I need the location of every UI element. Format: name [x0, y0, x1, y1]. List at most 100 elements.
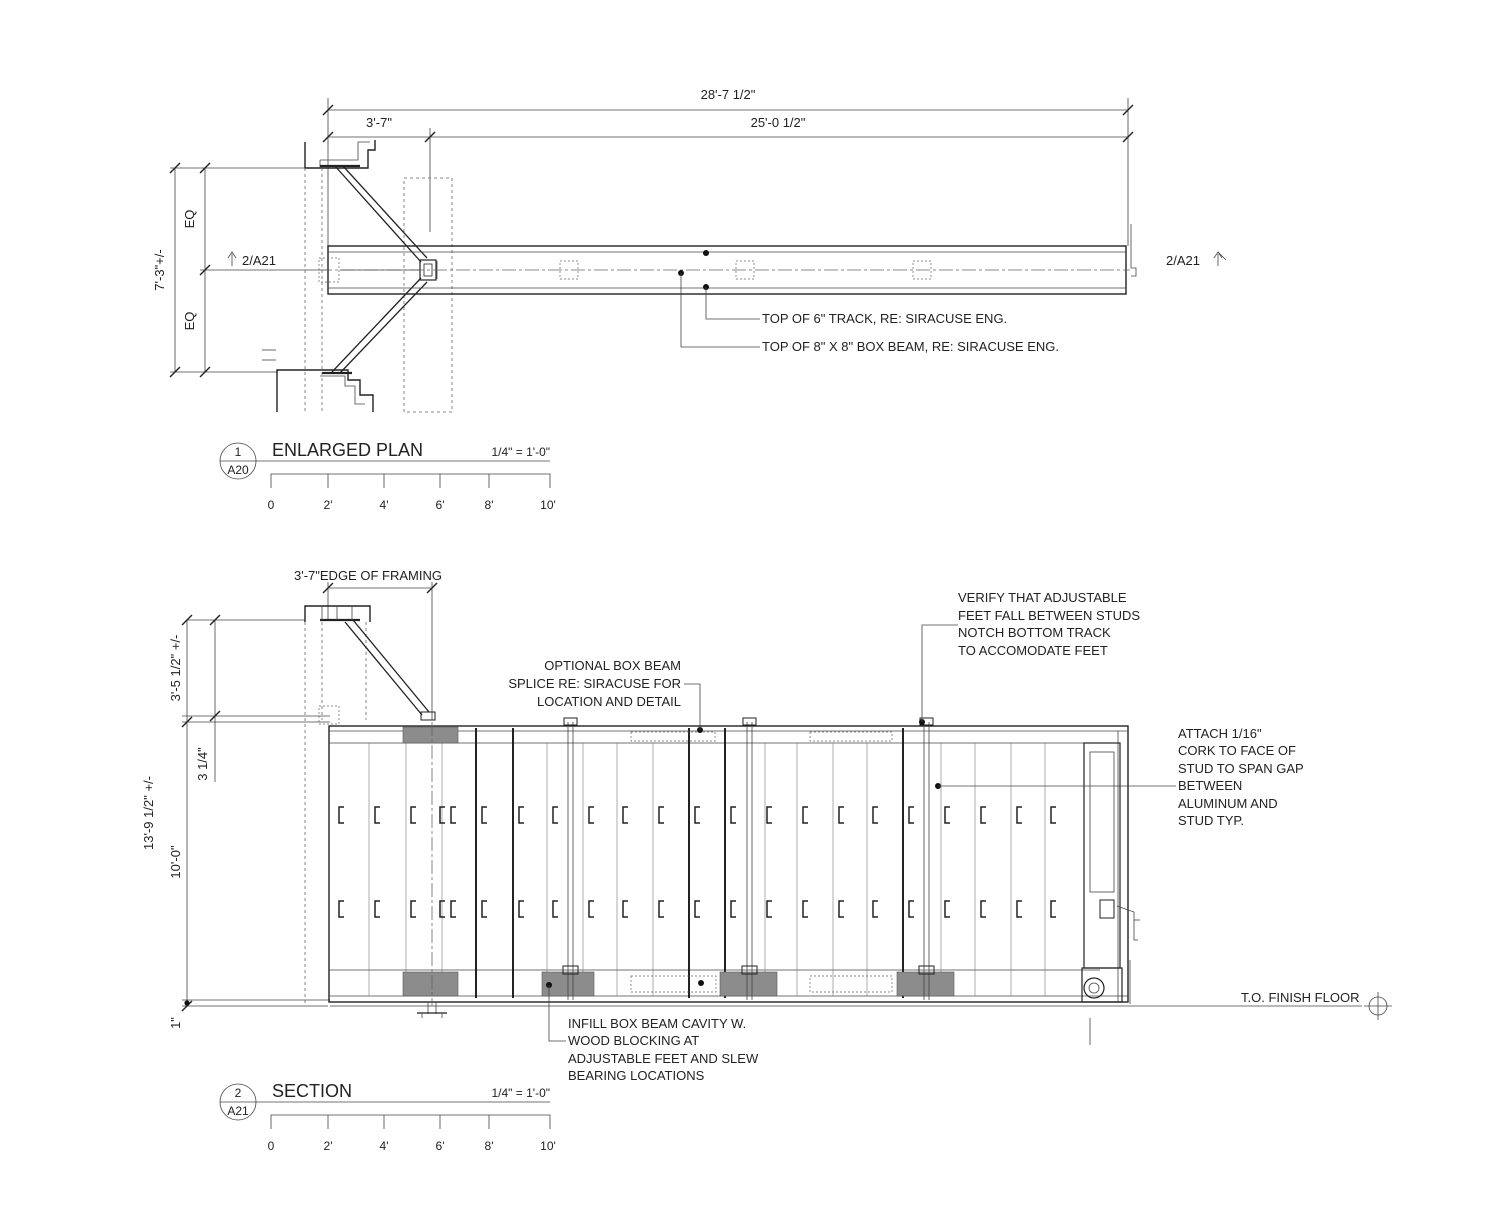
stud-clip: [552, 806, 558, 824]
svg-text:FEET FALL BETWEEN STUDS: FEET FALL BETWEEN STUDS: [958, 608, 1140, 623]
note-infill-line: ADJUSTABLE FEET AND SLEW: [568, 1051, 759, 1066]
stud-clip: [588, 806, 594, 824]
svg-text:NOTCH BOTTOM TRACK: NOTCH BOTTOM TRACK: [958, 625, 1111, 640]
stud-clip: [980, 900, 986, 918]
section-dim-bottom-text: 1": [168, 1017, 183, 1029]
svg-text:ATTACH 1/16": ATTACH 1/16": [1178, 726, 1262, 741]
plan-title-name: ENLARGED PLAN: [272, 440, 423, 460]
section-adjustable-feet: [562, 717, 935, 1000]
plan-dim-overall: 28'-7 1/2": [322, 87, 1134, 246]
note-infill-line: BEARING LOCATIONS: [568, 1068, 705, 1083]
stud-clip: [518, 900, 524, 918]
section-dim-vertical: 13'-9 1/2" +/- 3'-5 1/2" +/- 3 1/4" 10'-…: [141, 614, 330, 1029]
note-cork-line: CORK TO FACE OF: [1178, 743, 1296, 758]
svg-text:SPLICE RE: SIRACUSE FOR: SPLICE RE: SIRACUSE FOR: [508, 676, 681, 691]
plan-scale-tick: 6': [436, 498, 445, 512]
plan-leader-beam: TOP OF 8" X 8" BOX BEAM, RE: SIRACUSE EN…: [678, 270, 1059, 354]
section-aluminum-edge: [1081, 742, 1140, 1004]
note-cork-line: ATTACH 1/16": [1178, 726, 1262, 741]
plan-section-mark-left-text: 2/A21: [242, 253, 276, 268]
section-brace: [344, 619, 436, 721]
stud-clip: [622, 900, 628, 918]
stud-clip: [410, 806, 416, 824]
svg-text:BEARING LOCATIONS: BEARING LOCATIONS: [568, 1068, 705, 1083]
section-dim-overall-text: 13'-9 1/2" +/-: [141, 776, 156, 850]
stud-clip: [518, 806, 524, 824]
stud-clip: [481, 900, 487, 918]
stud-clip: [802, 806, 808, 824]
plan-scale-tick: 8': [485, 498, 494, 512]
stud-clip: [658, 900, 664, 918]
section-title-sheet: A21: [227, 1104, 249, 1118]
section-top-bracket: [304, 605, 371, 622]
plan-dim-eq-top: EQ: [182, 210, 197, 229]
svg-text:ALUMINUM AND: ALUMINUM AND: [1178, 796, 1278, 811]
stud-clip: [622, 806, 628, 824]
stud-clip: [439, 900, 445, 918]
stud-clip: [838, 806, 844, 824]
note-verify-line: FEET FALL BETWEEN STUDS: [958, 608, 1140, 623]
plan-dim-split: 3'-7" 25'-0 1/2": [322, 115, 1134, 232]
stud-clip: [658, 806, 664, 824]
stud-clip: [338, 806, 344, 824]
section-note-verify: VERIFY THAT ADJUSTABLE FEET FALL BETWEEN…: [919, 590, 1140, 725]
stud-clip: [730, 900, 736, 918]
plan-title-sheet: A20: [227, 463, 249, 477]
stud-clip: [730, 806, 736, 824]
section-blocking: [719, 971, 778, 997]
section-dim-upper-text: 3'-5 1/2" +/-: [168, 635, 183, 702]
plan-brace-top: [334, 165, 428, 263]
svg-text:ADJUSTABLE FEET AND SLEW: ADJUSTABLE FEET AND SLEW: [568, 1051, 759, 1066]
plan-dim-height-text: 7'-3"+/-: [152, 249, 167, 290]
note-verify-line: TO ACCOMODATE FEET: [958, 643, 1108, 658]
stud-clip: [694, 900, 700, 918]
stud-clip: [766, 806, 772, 824]
section-note-splice: OPTIONAL BOX BEAM SPLICE RE: SIRACUSE FO…: [508, 658, 703, 733]
stud-clip: [694, 806, 700, 824]
plan-scale-tick: 2': [324, 498, 333, 512]
enlarged-plan: 28'-7 1/2" 3'-7" 25'-0 1/2" 7'-3"+/- EQ: [152, 87, 1227, 512]
svg-text:WOOD BLOCKING AT: WOOD BLOCKING AT: [568, 1033, 699, 1048]
plan-scale-tick: 0: [268, 498, 275, 512]
stud-clip: [1016, 806, 1022, 824]
note-infill-line: WOOD BLOCKING AT: [568, 1033, 699, 1048]
plan-leader-track: TOP OF 6" TRACK, RE: SIRACUSE ENG.: [703, 250, 1007, 326]
section-title-number: 2: [235, 1086, 242, 1100]
stud-clip: [802, 900, 808, 918]
stud-clip: [838, 900, 844, 918]
section-scale-tick: 0: [268, 1139, 275, 1153]
stud-clip: [481, 806, 487, 824]
stud-clip: [410, 900, 416, 918]
stud-clip: [872, 900, 878, 918]
plan-section-mark-right-text: 2/A21: [1166, 253, 1200, 268]
section-note-floor: T.O. FINISH FLOOR: [1241, 990, 1359, 1005]
section-blocking: [896, 971, 955, 997]
stud-clip: [1016, 900, 1022, 918]
section-note-cork: ATTACH 1/16" CORK TO FACE OF STUD TO SPA…: [935, 726, 1304, 828]
section-scale-tick: 6': [436, 1139, 445, 1153]
note-verify-line: VERIFY THAT ADJUSTABLE: [958, 590, 1127, 605]
stud-clip: [588, 900, 594, 918]
svg-text:CORK TO FACE OF: CORK TO FACE OF: [1178, 743, 1296, 758]
stud-clip: [1050, 806, 1056, 824]
section-view: 3'-7"EDGE OF FRAMING 13'-9 1/2" +/- 3'-5…: [141, 568, 1392, 1153]
stud-clip: [872, 806, 878, 824]
section-title-name: SECTION: [272, 1081, 352, 1101]
section-title-scale: 1/4" = 1'-0": [491, 1086, 550, 1100]
stud-clip: [908, 900, 914, 918]
svg-text:STUD TYP.: STUD TYP.: [1178, 813, 1244, 828]
plan-note-beam: TOP OF 8" X 8" BOX BEAM, RE: SIRACUSE EN…: [762, 339, 1059, 354]
section-blocking-top: [402, 726, 459, 744]
note-splice-line: LOCATION AND DETAIL: [537, 694, 681, 709]
plan-wall-top: [304, 140, 376, 169]
plan-dim-right-text: 25'-0 1/2": [751, 115, 806, 130]
note-cork-line: ALUMINUM AND: [1178, 796, 1278, 811]
stud-clip: [450, 806, 456, 824]
svg-text:VERIFY THAT ADJUSTABLE: VERIFY THAT ADJUSTABLE: [958, 590, 1127, 605]
plan-note-track: TOP OF 6" TRACK, RE: SIRACUSE ENG.: [762, 311, 1007, 326]
stud-clip: [944, 900, 950, 918]
section-dim-main-text: 10'-0": [168, 845, 183, 879]
note-splice-line: OPTIONAL BOX BEAM: [544, 658, 681, 673]
svg-text:BETWEEN: BETWEEN: [1178, 778, 1242, 793]
